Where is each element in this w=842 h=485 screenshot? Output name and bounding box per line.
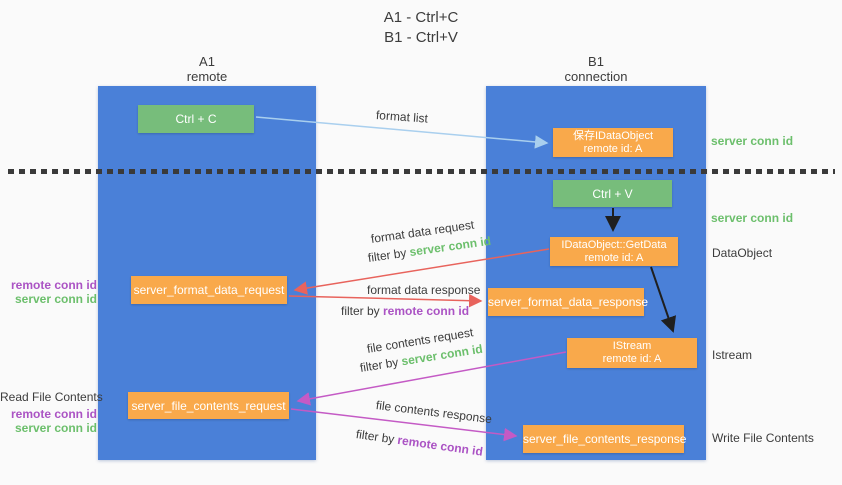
column-header-b1: B1 connection bbox=[486, 54, 706, 84]
title-line-2: B1 - Ctrl+V bbox=[384, 29, 458, 46]
diagram-title: A1 - Ctrl+C B1 - Ctrl+V bbox=[0, 8, 842, 48]
node-ctrl-v: Ctrl + V bbox=[553, 180, 672, 207]
label-server-conn-id-2: server conn id bbox=[14, 421, 97, 435]
node-save-idataobject-line2: remote id: A bbox=[583, 142, 643, 155]
node-istream: IStream remote id: A bbox=[567, 338, 697, 368]
node-server-format-data-request: server_format_data_request bbox=[131, 276, 287, 304]
node-server-format-data-response-label: server_format_data_response bbox=[488, 295, 649, 309]
node-istream-line1: IStream bbox=[612, 340, 652, 352]
edge-label-filter-remote-1: filter by remote conn id bbox=[341, 304, 469, 318]
filter-by-text: filter by bbox=[355, 427, 399, 447]
remote-conn-id-text: remote conn id bbox=[383, 304, 470, 318]
label-istream: Istream bbox=[712, 348, 753, 362]
node-ctrl-c: Ctrl + C bbox=[138, 105, 254, 133]
label-write-file-contents: Write File Contents bbox=[712, 431, 814, 445]
node-idataobject-getdata-line2: remote id: A bbox=[584, 251, 644, 264]
node-server-format-data-response: server_format_data_response bbox=[488, 288, 649, 316]
label-server-conn-id-mid: server conn id bbox=[711, 211, 794, 225]
node-idataobject-getdata-line1: IDataObject::GetData bbox=[561, 238, 667, 251]
filter-by-text: filter by bbox=[341, 304, 384, 318]
node-server-file-contents-request: server_file_contents_request bbox=[128, 392, 289, 419]
node-server-file-contents-request-label: server_file_contents_request bbox=[131, 398, 286, 413]
node-server-file-contents-response: server_file_contents_response bbox=[523, 425, 687, 453]
edge-label-file-contents-response: file contents response bbox=[375, 398, 493, 427]
column-b1-subtitle: connection bbox=[564, 69, 628, 84]
edge-label-format-data-response: format data response bbox=[367, 283, 481, 297]
edge-label-format-list: format list bbox=[375, 108, 429, 126]
edge-label-filter-remote-2: filter by remote conn id bbox=[355, 427, 484, 459]
node-save-idataobject: 保存IDataObject remote id: A bbox=[553, 128, 673, 157]
node-ctrl-c-label: Ctrl + C bbox=[175, 112, 217, 126]
label-server-conn-id-top: server conn id bbox=[711, 134, 794, 148]
label-remote-conn-id-2: remote conn id bbox=[10, 407, 97, 421]
label-conn-ids-file: remote conn id server conn id bbox=[10, 407, 97, 435]
node-idataobject-getdata: IDataObject::GetData remote id: A bbox=[550, 237, 678, 266]
column-a1-subtitle: remote bbox=[186, 69, 228, 84]
node-server-format-data-request-label: server_format_data_request bbox=[133, 283, 285, 297]
label-read-file-contents: Read File Contents bbox=[0, 390, 103, 404]
label-server-conn-id-1: server conn id bbox=[14, 292, 97, 306]
dashed-divider-line bbox=[8, 169, 835, 174]
column-b1-name: B1 bbox=[588, 54, 604, 69]
title-line-1: A1 - Ctrl+C bbox=[383, 9, 459, 26]
node-server-file-contents-response-label: server_file_contents_response bbox=[523, 432, 687, 446]
column-a1-name: A1 bbox=[199, 54, 215, 69]
node-save-idataobject-line1: 保存IDataObject bbox=[572, 129, 654, 142]
column-header-a1: A1 remote bbox=[98, 54, 316, 84]
label-conn-ids-format: remote conn id server conn id bbox=[10, 278, 97, 306]
filter-by-text: filter by bbox=[358, 354, 403, 375]
remote-conn-id-text: remote conn id bbox=[396, 432, 484, 459]
label-remote-conn-id-1: remote conn id bbox=[10, 278, 97, 292]
filter-by-text: filter by bbox=[367, 245, 411, 265]
node-istream-line2: remote id: A bbox=[602, 353, 662, 365]
label-dataobject: DataObject bbox=[712, 246, 773, 260]
node-ctrl-v-label: Ctrl + V bbox=[592, 186, 633, 201]
